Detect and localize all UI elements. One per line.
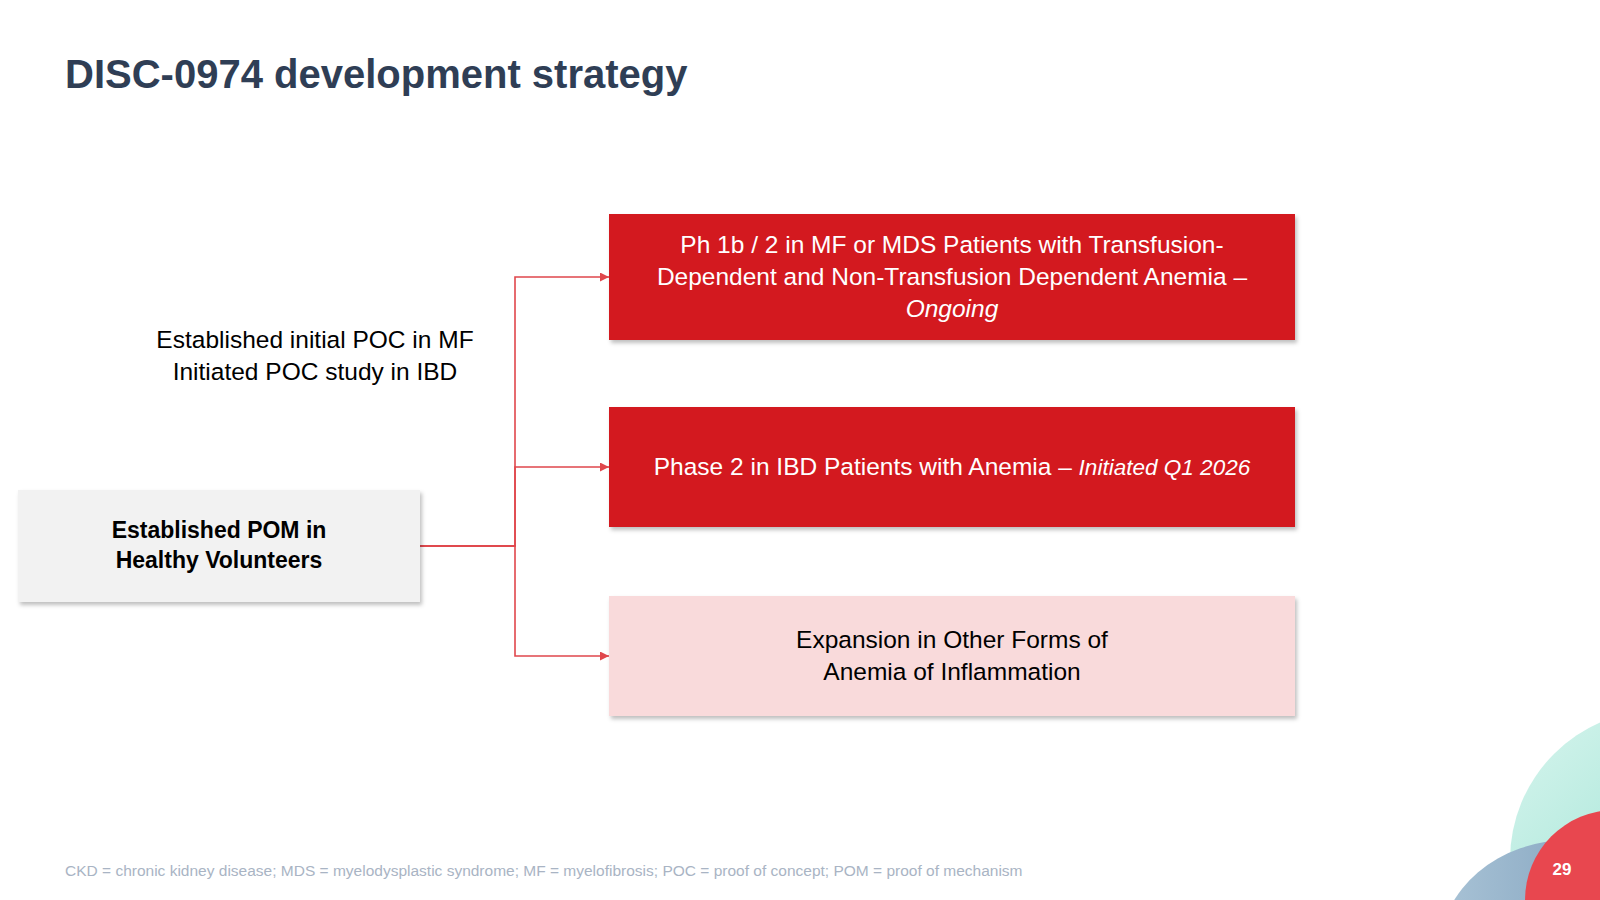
milestone-note: Initiated POC study in IBD <box>173 358 458 386</box>
box-label: Expansion in Other Forms of Anemia of In… <box>772 624 1132 688</box>
box-text-group: Phase 2 in IBD Patients with Anemia – Ini… <box>654 451 1250 483</box>
status-note: Initiated Q1 2026 <box>1079 455 1251 480</box>
study-box: Phase 2 in IBD Patients with Anemia – Ini… <box>609 407 1295 527</box>
box-label: Ph 1b / 2 in MF or MDS Patients with Tra… <box>627 229 1277 293</box>
footnote: CKD = chronic kidney disease; MDS = myel… <box>65 862 1023 880</box>
box-text-group: Established POM in Healthy Volunteers <box>94 516 344 576</box>
status-note: Ongoing <box>627 293 1277 325</box>
milestone-note: Established initial POC in MF <box>156 326 473 354</box>
study-box: Ph 1b / 2 in MF or MDS Patients with Tra… <box>609 214 1295 340</box>
box-text-group: Expansion in Other Forms of Anemia of In… <box>772 624 1132 688</box>
branch-connector <box>420 467 609 546</box>
page-number: 29 <box>1553 860 1572 880</box>
box-label: Phase 2 in IBD Patients with Anemia – <box>654 453 1072 480</box>
branch-connector <box>420 277 609 546</box>
planned-box: Expansion in Other Forms of Anemia of In… <box>609 596 1295 716</box>
branch-connector <box>420 546 609 656</box>
box-label: Established POM in Healthy Volunteers <box>94 516 344 576</box>
red-blob <box>1525 810 1600 900</box>
box-text-group: Ph 1b / 2 in MF or MDS Patients with Tra… <box>627 229 1277 325</box>
slide-title: DISC-0974 development strategy <box>65 52 687 97</box>
start-box: Established POM in Healthy Volunteers <box>18 490 420 602</box>
